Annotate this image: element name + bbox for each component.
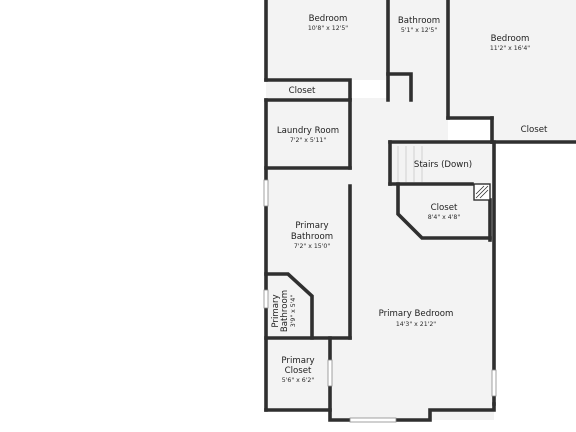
room-stairs: Stairs (Down) <box>414 160 472 170</box>
room-bedroom-2: Bedroom 11'2" x 16'4" <box>490 34 530 52</box>
room-name: Primary Bedroom <box>379 309 454 319</box>
room-name-line1: Primary <box>271 294 281 327</box>
floor-area <box>266 0 576 420</box>
room-name: Closet <box>431 203 458 213</box>
room-dims: 7'2" x 5'11" <box>290 137 327 144</box>
room-laundry: Laundry Room 7'2" x 5'11" <box>277 126 339 144</box>
room-bedroom-1: Bedroom 10'8" x 12'5" <box>308 14 348 32</box>
room-name: Stairs (Down) <box>414 160 472 170</box>
room-name-line1: Primary <box>295 221 328 231</box>
room-name: Bedroom <box>491 34 530 44</box>
stair-treads <box>397 146 423 182</box>
room-name: Closet <box>521 125 548 135</box>
room-dims: 14'3" x 21'2" <box>396 321 436 328</box>
room-dims: 3'9" x 5'4" <box>290 295 297 328</box>
room-name: Bedroom <box>309 14 348 24</box>
room-bathroom-top: Bathroom 5'1" x 12'5" <box>398 16 440 34</box>
room-closet-center: Closet 8'4" x 4'8" <box>428 203 461 221</box>
room-dims: 5'6" x 6'2" <box>282 377 315 384</box>
room-name-line2: Bathroom <box>280 290 290 332</box>
room-dims: 7'2" x 15'0" <box>294 243 331 250</box>
room-name-line1: Primary <box>281 356 314 366</box>
windows <box>263 179 497 423</box>
room-dims: 8'4" x 4'8" <box>428 214 461 221</box>
room-name: Bathroom <box>398 16 440 26</box>
room-primary-bathroom: Primary Bathroom 7'2" x 15'0" <box>291 221 333 250</box>
room-name-line2: Bathroom <box>291 232 333 242</box>
room-dims: 11'2" x 16'4" <box>490 45 530 52</box>
walls <box>264 0 576 422</box>
room-dims: 5'1" x 12'5" <box>401 27 438 34</box>
room-closet-top-left: Closet <box>289 86 316 96</box>
room-primary-closet: Primary Closet 5'6" x 6'2" <box>281 356 314 384</box>
chimney-hatch <box>473 183 491 201</box>
room-name: Laundry Room <box>277 126 339 136</box>
room-primary-bathroom-small: Primary Bathroom 3'9" x 5'4" <box>271 290 297 332</box>
room-name: Closet <box>289 86 316 96</box>
room-closet-right: Closet <box>521 125 548 135</box>
room-primary-bedroom: Primary Bedroom 14'3" x 21'2" <box>379 309 454 328</box>
room-dims: 10'8" x 12'5" <box>308 25 348 32</box>
room-name-line2: Closet <box>285 366 312 376</box>
